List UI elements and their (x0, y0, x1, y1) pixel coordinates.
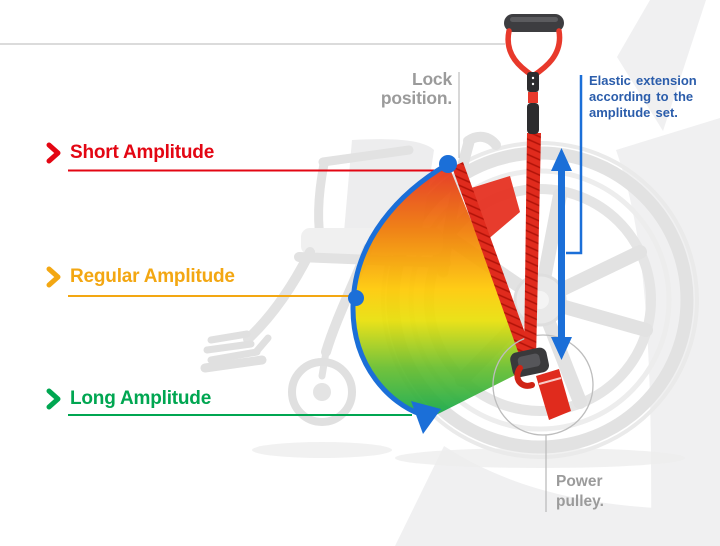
power-pulley-label: Power pulley. (556, 472, 604, 512)
short-amplitude-label: Short Amplitude (70, 142, 215, 163)
elastic-extension-line3: amplitude set. (589, 105, 678, 120)
chevron-right-icon (46, 266, 61, 288)
regular-amplitude-label-row: Regular Amplitude (46, 266, 235, 288)
arc-arrowhead-icon (411, 401, 441, 434)
extension-bracket-line (566, 75, 583, 255)
short-amplitude-label-row: Short Amplitude (46, 142, 214, 164)
armrest (318, 145, 414, 167)
elastic-equipment (504, 14, 571, 420)
amplitude-fan (352, 162, 533, 419)
power-pulley-line2: pulley. (556, 493, 604, 510)
elastic-band (524, 133, 541, 360)
regular-amplitude-label: Regular Amplitude (70, 266, 235, 287)
pulley-buckle (510, 347, 549, 389)
double-vertical-arrow-icon (551, 148, 572, 360)
long-amplitude-label: Long Amplitude (70, 388, 212, 409)
front-wheel (288, 358, 356, 426)
front-leg (243, 247, 315, 344)
handle (504, 14, 564, 134)
elastic-extension-label: Elastic extension according to the ampli… (589, 73, 701, 121)
regular-position-dot (348, 290, 364, 306)
lock-position-line1: Lock (411, 69, 452, 89)
elastic-extension-line1: Elastic extension (589, 73, 697, 88)
caster-shadow (252, 442, 392, 458)
chevron-right-icon (46, 388, 61, 410)
long-amplitude-label-row: Long Amplitude (46, 388, 211, 410)
power-pulley-line1: Power (556, 473, 603, 490)
elastic-extension-line2: according to the (589, 89, 694, 104)
pulley-circle (492, 334, 594, 436)
footrest (200, 330, 272, 373)
pulley-strap (536, 369, 571, 420)
locked-band (452, 162, 533, 360)
lock-position-dot (439, 155, 457, 173)
lock-position-line2: position. (380, 88, 452, 108)
lock-position-label: Lock position. (332, 70, 452, 108)
chevron-right-icon (46, 142, 61, 164)
fan-arc (348, 155, 457, 434)
